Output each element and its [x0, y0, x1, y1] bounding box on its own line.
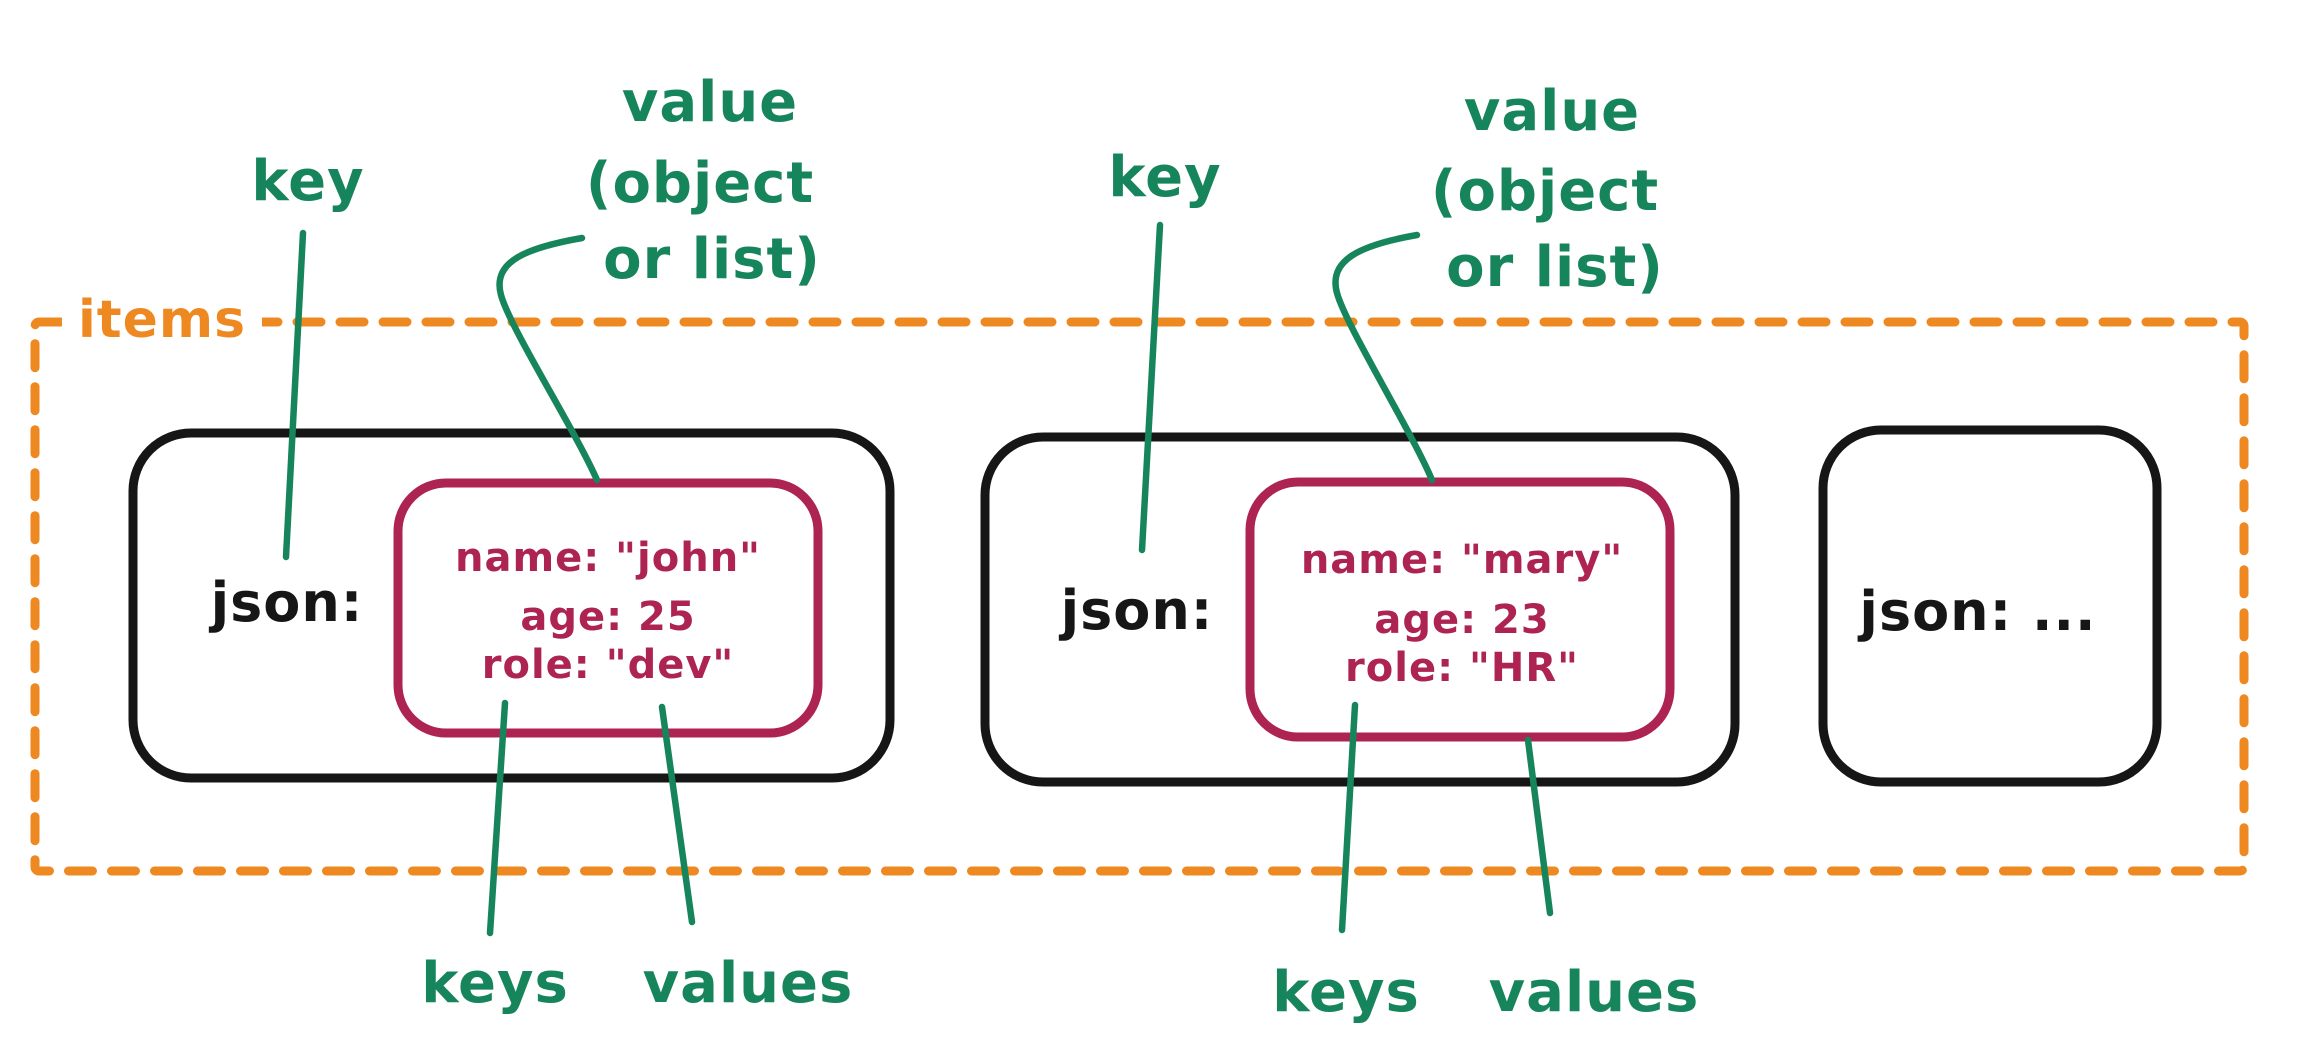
- key-annotation-1: key: [251, 149, 365, 214]
- value-pointer-curve-2: [1332, 231, 1436, 484]
- value-pointer-curve-1: [496, 234, 601, 484]
- keys-annotation-1: keys: [421, 951, 569, 1016]
- values-annotation-1: values: [642, 951, 854, 1016]
- value-annotation-1-line-3: or list): [603, 227, 821, 292]
- record-1-field-name: name: "john": [454, 535, 762, 581]
- keys-annotation-2: keys: [1272, 960, 1420, 1025]
- values-pointer-line-1: [658, 703, 696, 926]
- items-container-border: [30, 317, 2249, 876]
- record-2-field-role: role: "HR": [1345, 645, 1579, 691]
- record-1-key-label: json:: [210, 571, 364, 634]
- value-annotation-1-line-2: (object: [585, 151, 815, 216]
- values-annotation-2: values: [1488, 960, 1700, 1025]
- record-box-2: [980, 432, 1740, 787]
- key-pointer-line-2: [1138, 221, 1164, 554]
- record-2-field-name: name: "mary": [1300, 537, 1624, 583]
- record-box-3: [1818, 425, 2162, 787]
- keys-pointer-line-2: [1338, 701, 1359, 934]
- keys-pointer-line-1: [486, 699, 509, 937]
- value-annotation-2-line-2: (object: [1430, 159, 1660, 224]
- items-container-label: items: [61, 290, 263, 350]
- value-annotation-2-line-3: or list): [1446, 235, 1664, 300]
- object-box-2: [1245, 477, 1675, 742]
- value-annotation-1-line-1: value: [621, 70, 799, 135]
- record-1-field-role: role: "dev": [481, 642, 735, 688]
- record-2-field-age: age: 23: [1374, 597, 1550, 643]
- values-pointer-line-2: [1524, 736, 1554, 917]
- key-pointer-line-1: [282, 229, 307, 561]
- value-annotation-2-line-1: value: [1463, 79, 1641, 144]
- key-annotation-2: key: [1108, 145, 1222, 210]
- record-3-key-label: json: ...: [1859, 580, 2097, 643]
- object-box-1: [393, 478, 823, 738]
- record-2-key-label: json:: [1060, 579, 1214, 642]
- record-1-field-age: age: 25: [520, 594, 696, 640]
- record-box-1: [128, 428, 895, 783]
